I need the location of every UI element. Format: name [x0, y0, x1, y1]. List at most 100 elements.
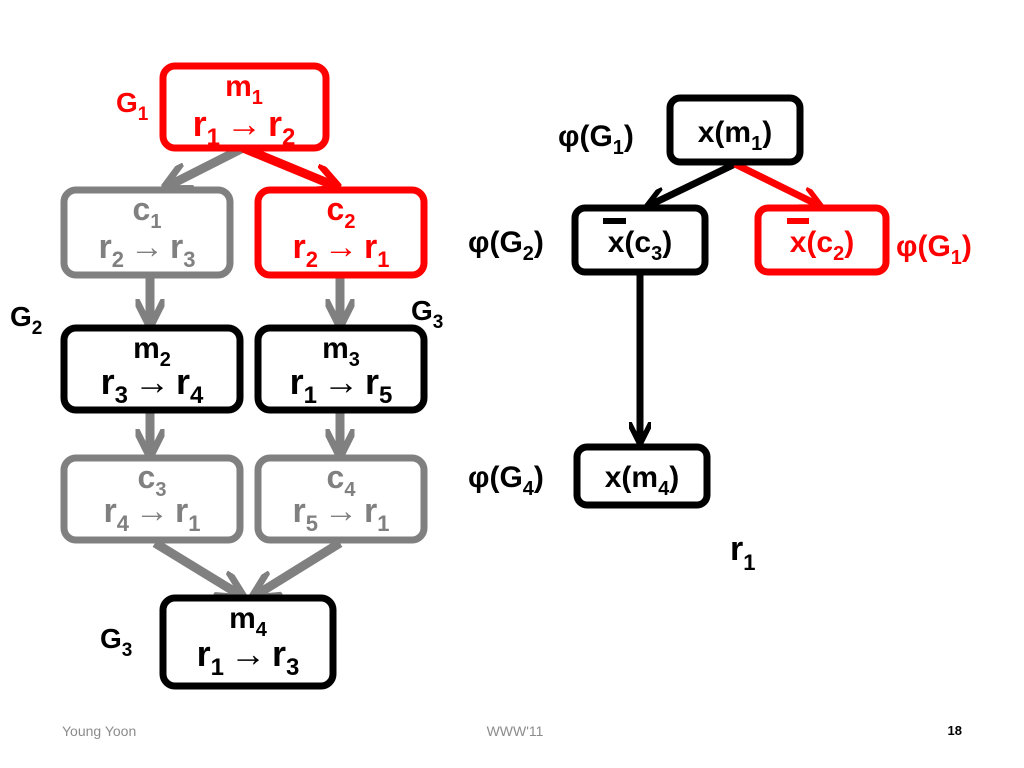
node-m1-arrow: → [226, 103, 262, 144]
node-c3-head: c [138, 459, 156, 495]
node-m2-to: r [176, 361, 190, 402]
node-m4-head: m [229, 602, 256, 635]
node-m2-to-sub: 4 [190, 382, 204, 409]
node-c1: c1 r2→r3 [60, 186, 234, 279]
svg-text:c1: c1 [133, 191, 162, 233]
edge-c3-m4 [152, 539, 240, 595]
svg-text:r4→r1: r4→r1 [104, 492, 201, 536]
group-label-g3-upper: G3 [411, 295, 443, 333]
svg-text:r1→r2: r1→r2 [193, 103, 296, 151]
svg-text:m1: m1 [225, 70, 263, 109]
node-c3-from: r [104, 492, 117, 530]
node-c2-arrow: → [324, 228, 358, 266]
node-xc2: x(c2) [754, 204, 890, 276]
node-m4-to-sub: 3 [286, 654, 299, 681]
node-m3: m3 r1→r5 [254, 324, 428, 414]
node-c2: c2 r2→r1 [254, 186, 428, 279]
edge-c4-m4 [256, 539, 343, 595]
phi-label-g2: φ(G2) [468, 226, 544, 265]
node-c3-from-sub: 4 [117, 511, 130, 536]
node-m4-to: r [272, 633, 286, 674]
node-c3-to: r [175, 492, 188, 530]
node-m2-arrow: → [134, 361, 170, 402]
group-label-g3-lower: G3 [100, 623, 132, 661]
node-c2-from-sub: 2 [306, 247, 318, 272]
group-label-g2: G2 [10, 301, 42, 339]
node-m1-head-sub: 1 [252, 87, 263, 109]
node-c1-to: r [170, 228, 183, 266]
node-m1-from-sub: 1 [207, 124, 220, 151]
node-m2-head-sub: 2 [160, 349, 171, 371]
node-m1: m1 r1→r2 [159, 62, 330, 152]
node-c2-head-sub: 2 [344, 211, 355, 233]
node-c2-head: c [327, 191, 345, 227]
node-c2-to-sub: 1 [377, 247, 389, 272]
node-c2-from: r [293, 228, 306, 266]
phi-label-g4: φ(G4) [468, 461, 544, 500]
node-c3: c3 r4→r1 [60, 454, 244, 544]
edge-m1-c2 [241, 143, 335, 186]
node-c4-to: r [364, 492, 377, 530]
node-m2-from-sub: 3 [115, 382, 128, 409]
svg-text:r1→r3: r1→r3 [197, 633, 300, 681]
edge-m1-c1 [168, 143, 246, 186]
node-c4-arrow: → [324, 492, 358, 530]
edge-xm1-xc2 [733, 160, 818, 205]
edge-xm1-xc3 [650, 160, 737, 205]
node-c1-head-sub: 1 [150, 211, 161, 233]
node-m3-head: m [322, 332, 349, 365]
node-m3-from: r [290, 361, 304, 402]
node-m4-head-sub: 4 [256, 619, 268, 641]
node-c1-from-sub: 2 [112, 247, 124, 272]
svg-text:r2→r3: r2→r3 [99, 228, 196, 272]
r1-label: r1 [730, 530, 755, 575]
node-m3-from-sub: 1 [304, 382, 317, 409]
svg-text:c3: c3 [138, 459, 167, 501]
node-c3-arrow: → [135, 492, 169, 530]
svg-text:m2: m2 [133, 332, 171, 371]
node-c4-from: r [293, 492, 306, 530]
node-c4-to-sub: 1 [377, 511, 389, 536]
svg-text:r2→r1: r2→r1 [293, 228, 390, 272]
svg-text:x(c3): x(c3) [608, 226, 672, 265]
node-c1-to-sub: 3 [183, 247, 195, 272]
svg-text:r5→r1: r5→r1 [293, 492, 390, 536]
node-c4-head-sub: 4 [344, 479, 356, 501]
node-c3-to-sub: 1 [188, 511, 200, 536]
svg-text:r3→r4: r3→r4 [101, 361, 204, 409]
group-label-g1: G1 [116, 87, 149, 125]
node-m2-from: r [101, 361, 115, 402]
node-m2-head: m [133, 332, 160, 365]
node-m3-head-sub: 3 [349, 349, 360, 371]
node-m1-head: m [225, 70, 252, 103]
node-c2-to: r [364, 228, 377, 266]
svg-text:c2: c2 [327, 191, 356, 233]
node-m2: m2 r3→r4 [60, 324, 244, 414]
svg-text:c4: c4 [327, 459, 357, 501]
node-c1-from: r [99, 228, 112, 266]
node-m4-from: r [197, 633, 211, 674]
node-m4-from-sub: 1 [211, 654, 224, 681]
node-m4-arrow: → [230, 633, 266, 674]
footer-page-number: 18 [947, 723, 962, 738]
svg-text:m4: m4 [229, 602, 268, 641]
svg-text:m3: m3 [322, 332, 360, 371]
node-xm4: x(m4) [573, 443, 711, 509]
node-xc3: x(c3) [571, 204, 709, 276]
phi-label-g1-right: φ(G1) [896, 230, 972, 269]
node-c4-from-sub: 5 [306, 511, 318, 536]
node-m3-to: r [365, 361, 379, 402]
svg-text:r1→r5: r1→r5 [290, 361, 393, 409]
footer-author: Young Yoon [62, 723, 137, 739]
node-m1-from: r [193, 103, 207, 144]
svg-text:x(m4): x(m4) [605, 461, 679, 500]
node-m1-to: r [268, 103, 282, 144]
footer-venue: WWW'11 [486, 723, 544, 739]
node-c1-arrow: → [130, 228, 164, 266]
phi-label-g1-top: φ(G1) [558, 120, 634, 159]
node-xm1: x(m1) [666, 94, 804, 166]
svg-text:x(m1): x(m1) [698, 116, 772, 155]
node-m4: m4 r1→r3 [159, 594, 337, 690]
node-m3-to-sub: 5 [379, 382, 392, 409]
